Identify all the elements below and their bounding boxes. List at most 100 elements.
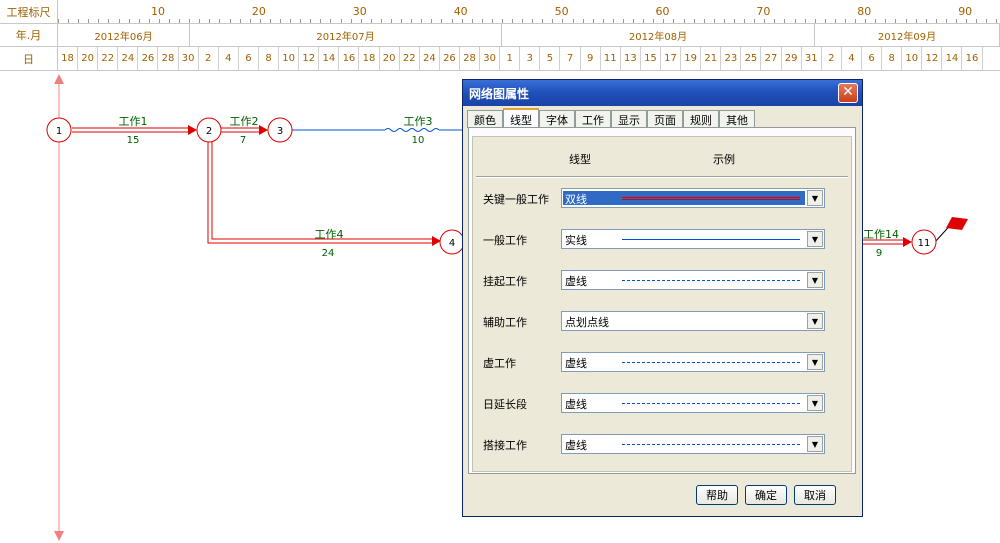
- chevron-down-icon[interactable]: ▼: [807, 354, 823, 370]
- node-4[interactable]: 4: [439, 229, 465, 255]
- day-cell: 19: [681, 47, 702, 70]
- day-cell: 16: [963, 47, 983, 70]
- scale-row-label: 工程标尺: [0, 0, 58, 23]
- day-cell: 14: [942, 47, 963, 70]
- node-1[interactable]: 1: [46, 117, 72, 143]
- scale-tick: [593, 19, 594, 23]
- line-type-select[interactable]: 实线 ▼: [561, 229, 825, 249]
- line-type-select[interactable]: 虚线 ▼: [561, 270, 825, 290]
- line-row: 关键一般工作 双线 ▼: [473, 188, 853, 210]
- line-type-select[interactable]: 虚线 ▼: [561, 352, 825, 372]
- month-cell: 2012年08月: [502, 24, 815, 46]
- ok-button[interactable]: 确定: [745, 485, 787, 505]
- chevron-down-icon[interactable]: ▼: [807, 231, 823, 247]
- scale-tick: [694, 19, 695, 23]
- line-row-label: 关键一般工作: [483, 193, 549, 206]
- scale-tick: [774, 19, 775, 23]
- dialog-title-bar[interactable]: 网络图属性 ✕: [463, 80, 862, 106]
- scale-tick: [401, 19, 402, 23]
- scale-tick: [673, 19, 674, 23]
- day-cell: 2: [199, 47, 219, 70]
- day-cell: 24: [118, 47, 139, 70]
- scale-tick: [532, 19, 533, 23]
- task-2-arrow[interactable]: [221, 125, 268, 135]
- tab-page[interactable]: 页面: [647, 110, 683, 128]
- node-3[interactable]: 3: [267, 117, 293, 143]
- tab-display[interactable]: 显示: [611, 110, 647, 128]
- scale-tick: [784, 19, 785, 23]
- finish-flag-icon: [934, 217, 968, 243]
- line-type-select[interactable]: 点划点线 ▼: [561, 311, 825, 331]
- scale-tick: [986, 19, 987, 23]
- day-cell: 20: [380, 47, 400, 70]
- chevron-down-icon[interactable]: ▼: [807, 272, 823, 288]
- scale-tick: [300, 19, 301, 23]
- scale-tick: [573, 19, 574, 23]
- scale-tick: [845, 19, 846, 23]
- cancel-button[interactable]: 取消: [794, 485, 836, 505]
- chevron-down-icon[interactable]: ▼: [807, 436, 823, 452]
- scale-tick: [219, 19, 220, 23]
- line-type-select[interactable]: 双线 ▼: [561, 188, 825, 208]
- line-row: 挂起工作 虚线 ▼: [473, 270, 853, 292]
- scale-tick: [280, 19, 281, 23]
- scale-tick: [411, 19, 412, 23]
- column-header-example: 示例: [713, 153, 735, 166]
- line-row-label: 辅助工作: [483, 316, 527, 329]
- scale-tick: [371, 19, 372, 23]
- task-3-arrow[interactable]: [292, 128, 464, 132]
- chevron-down-icon[interactable]: ▼: [807, 190, 823, 206]
- line-type-value: 实线: [565, 234, 587, 247]
- scale-tick-label: 50: [554, 5, 569, 18]
- chevron-down-icon[interactable]: ▼: [807, 313, 823, 329]
- chevron-down-icon[interactable]: ▼: [807, 395, 823, 411]
- node-11[interactable]: 11: [911, 229, 937, 255]
- node-2[interactable]: 2: [196, 117, 222, 143]
- scale-tick: [502, 19, 503, 23]
- task-name: 工作1: [119, 115, 148, 128]
- scale-tick: [906, 19, 907, 23]
- day-cell: 26: [440, 47, 460, 70]
- network-properties-dialog: 网络图属性 ✕ 颜色 线型 字体 工作 显示 页面 规则 其他 线型 示例 关键…: [462, 79, 863, 517]
- line-type-select[interactable]: 虚线 ▼: [561, 393, 825, 413]
- task-1-arrow[interactable]: [72, 125, 197, 135]
- line-type-select[interactable]: 虚线 ▼: [561, 434, 825, 454]
- line-sample: [622, 362, 800, 363]
- scale-tick: [179, 19, 180, 23]
- task-duration: 9: [876, 248, 882, 259]
- line-type-value: 虚线: [565, 357, 587, 370]
- scale-tick: [542, 19, 543, 23]
- tab-work[interactable]: 工作: [575, 110, 611, 128]
- scale-tick: [98, 19, 99, 23]
- tab-font[interactable]: 字体: [539, 110, 575, 128]
- scale-tick: [643, 19, 644, 23]
- tab-color[interactable]: 颜色: [467, 110, 503, 128]
- scale-tick: [744, 19, 745, 23]
- line-row-label: 挂起工作: [483, 275, 527, 288]
- day-cell: 30: [480, 47, 501, 70]
- scale-tick: [916, 19, 917, 23]
- line-row-label: 一般工作: [483, 234, 527, 247]
- line-type-panel: 线型 示例 关键一般工作 双线 ▼ 一般工作 实线 ▼ 挂: [468, 127, 856, 474]
- scale-tick: [623, 19, 624, 23]
- tab-other[interactable]: 其他: [719, 110, 755, 128]
- scale-tick: [452, 19, 453, 23]
- help-button[interactable]: 帮助: [696, 485, 738, 505]
- header-divider: [476, 176, 848, 178]
- tab-rules[interactable]: 规则: [683, 110, 719, 128]
- scale-tick: [996, 19, 997, 23]
- scale-tick: [119, 19, 120, 23]
- line-type-value: 虚线: [565, 439, 587, 452]
- scale-tick: [441, 19, 442, 23]
- line-row: 一般工作 实线 ▼: [473, 229, 853, 251]
- line-sample: [622, 403, 800, 404]
- tab-line-type[interactable]: 线型: [503, 108, 539, 129]
- scale-tick: [956, 19, 957, 23]
- scale-tick: [714, 19, 715, 23]
- task-4-arrow[interactable]: [207, 142, 441, 246]
- dialog-title: 网络图属性: [469, 86, 530, 101]
- close-icon[interactable]: ✕: [838, 83, 858, 103]
- task-name: 工作4: [315, 228, 344, 241]
- task-14-arrow[interactable]: [863, 237, 912, 247]
